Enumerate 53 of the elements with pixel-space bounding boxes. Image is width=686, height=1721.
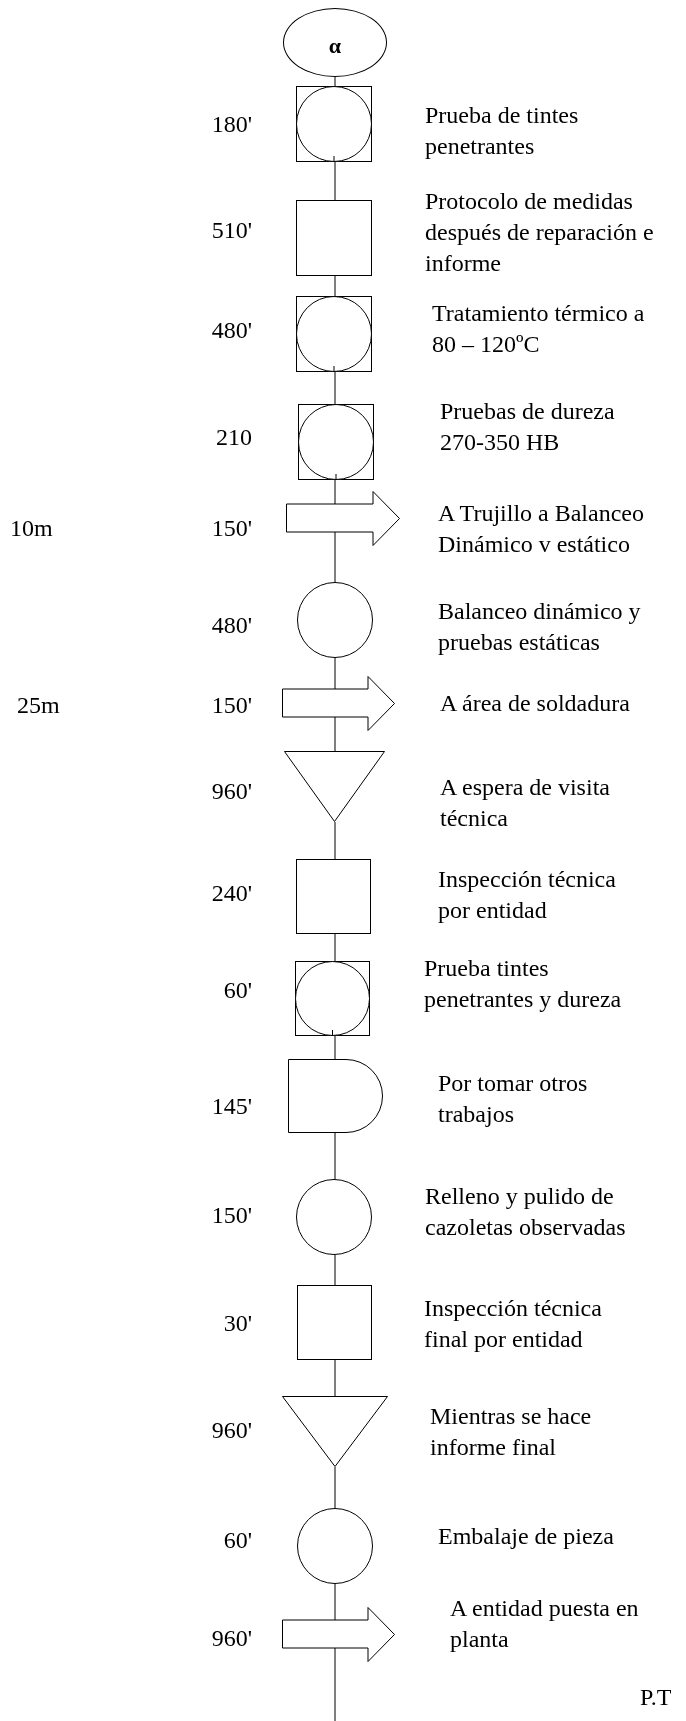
step-description: Prueba tintes penetrantes y dureza — [424, 954, 623, 1014]
time-label: 960' — [210, 777, 252, 805]
step-description: Protocolo de medidas después de reparación e informe — [425, 187, 655, 278]
connector-line — [334, 76, 336, 87]
connector-line — [334, 531, 336, 583]
time-label: 180' — [210, 110, 252, 138]
connector-line — [334, 1132, 336, 1180]
connector-line — [334, 821, 336, 860]
time-label: 210 — [215, 423, 252, 451]
step-description: A área de soldadura — [440, 689, 631, 718]
time-label: 510' — [210, 216, 252, 244]
connector-line — [334, 1466, 336, 1509]
connector-line — [334, 657, 336, 690]
step-description: Relleno y pulido de cazoletas observadas — [425, 1182, 627, 1242]
connector-line — [334, 716, 336, 752]
step-description: Por tomar otros trabajos — [438, 1069, 589, 1129]
time-label: 480' — [210, 611, 252, 639]
step-description: Balanceo dinámico y pruebas estáticas — [438, 597, 642, 657]
distance-label: 25m — [17, 691, 60, 719]
step-description: Tratamiento térmico a 80 – 120ºC — [432, 299, 646, 359]
connector-line — [334, 1035, 336, 1060]
step-description: A espera de visita técnica — [440, 773, 611, 833]
time-label: 150' — [210, 691, 252, 719]
time-label: 145' — [210, 1092, 252, 1120]
step-description: Inspección técnica final por entidad — [424, 1294, 603, 1354]
connector-line — [334, 479, 336, 505]
connector-line — [334, 1583, 336, 1621]
connector-line — [334, 1647, 336, 1721]
time-label: 150' — [210, 1201, 252, 1229]
step-description: A Trujillo a Balanceo Dinámico v estático — [438, 499, 645, 559]
connector-line — [334, 933, 336, 962]
time-label: 30' — [222, 1309, 252, 1337]
time-label: 60' — [222, 976, 252, 1004]
time-label: 480' — [210, 316, 252, 344]
time-label: 960' — [210, 1624, 252, 1652]
step-description: Inspección técnica por entidad — [438, 865, 617, 925]
connector-line — [334, 1254, 336, 1286]
connector-line — [334, 371, 336, 405]
connector-line — [334, 161, 336, 201]
time-label: 960' — [210, 1416, 252, 1444]
distance-label: 10m — [10, 514, 53, 542]
step-description: Embalaje de pieza — [438, 1522, 615, 1551]
step-description: Pruebas de dureza 270-350 HB — [440, 397, 616, 457]
step-description: A entidad puesta en planta — [450, 1594, 640, 1654]
time-label: 60' — [222, 1526, 252, 1554]
time-label: 150' — [210, 514, 252, 542]
note-text: P.T — [640, 1683, 672, 1711]
step-description: Prueba de tintes penetrantes — [425, 101, 580, 161]
start-ellipse: α — [283, 8, 387, 77]
step-description: Mientras se hace informe final — [430, 1402, 593, 1462]
connector-line — [334, 1359, 336, 1397]
connector-line — [334, 275, 336, 297]
time-label: 240' — [210, 879, 252, 907]
